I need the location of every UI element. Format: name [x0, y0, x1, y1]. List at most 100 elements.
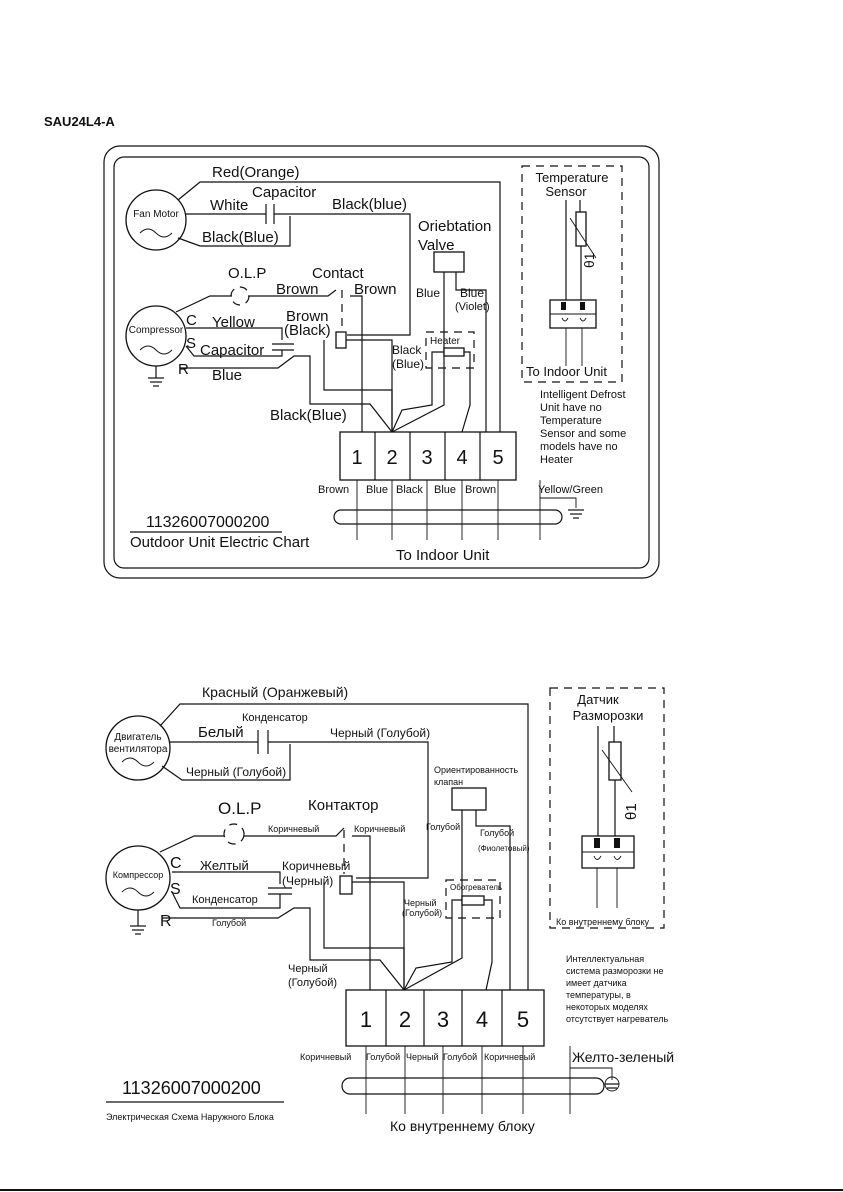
cable-sheath [333, 509, 563, 525]
olp-switch [230, 286, 250, 306]
terminal-3: 3 [421, 447, 432, 469]
black-blue-top-label: Black(blue) [332, 196, 407, 213]
terminal-5: 5 [492, 447, 503, 469]
ru-wire-label-1: Коричневый [300, 1052, 351, 1062]
ru-fan-motor [105, 715, 171, 781]
inner-frame [113, 156, 650, 569]
ru-brown-label-2: Коричневый [354, 824, 405, 834]
ru-blue-valve-label: Голубой [426, 822, 460, 832]
ru-terminal-5: 5 [517, 1007, 529, 1032]
yellow-green-label: Yellow/Green [538, 484, 603, 496]
compressor-label: Compressor [129, 325, 184, 336]
ru-compressor-label: Компрессор [113, 870, 163, 880]
ru-brown-black-label-1: Коричневый [282, 859, 350, 873]
wire-label-5: Brown [465, 484, 496, 496]
ru-sensor-frame [549, 687, 665, 929]
orientation-valve [433, 251, 465, 273]
russian-diagram: Двигатель вентилятора Красный (Оранжевый… [105, 684, 674, 1134]
english-diagram: Fan Motor Red(Orange) White Capacitor Bl… [103, 145, 660, 579]
outer-frame [103, 145, 660, 579]
to-indoor-label: To Indoor Unit [396, 547, 490, 564]
black-blue-fan-wire [177, 216, 291, 247]
ru-contact-label: Контактор [308, 797, 379, 814]
ru-capacitor-comp-label: Конденсатор [192, 894, 258, 906]
ru-chart-title: Электрическая Схема Наружного Блока [106, 1112, 274, 1122]
ru-defrost-note: Интеллектуальная система разморозки не и… [566, 954, 669, 1024]
ru-brown-label-1: Коричневый [268, 824, 319, 834]
ru-black-blue-fan-label: Черный (Голубой) [186, 765, 286, 779]
heater-label: Heater [430, 336, 461, 347]
wire-label-3: Black [396, 484, 423, 496]
ru-heater-frame [445, 879, 501, 919]
ru-capacitor-fan-label: Конденсатор [242, 712, 308, 724]
wire-label-1: Brown [318, 484, 349, 496]
wire-label-4: Blue [434, 484, 456, 496]
ru-blue-comp-label: Голубой [212, 918, 246, 928]
ru-sensor-to-indoor-label: Ко внутреннему блоку [556, 917, 650, 927]
terminal-4: 4 [456, 447, 467, 469]
ru-sensor-label-2: Разморозки [573, 708, 644, 723]
ru-black-mid-label-2: (Голубой) [402, 908, 442, 918]
ru-blue-violet-label-1: Голубой [480, 828, 514, 838]
ru-down-wires [365, 1046, 571, 1114]
ground-icon [130, 910, 146, 935]
ru-blue-violet-label-2: (Фиолетовый) [478, 844, 530, 853]
ru-terminal-c: C [170, 855, 182, 872]
brown-black-label-1: Brown [286, 308, 329, 325]
brown-black-label-2: (Black) [284, 322, 331, 339]
theta-label: θ1 [581, 252, 597, 268]
valve-label: Valve [418, 237, 454, 254]
ru-terminal-3: 3 [437, 1007, 449, 1032]
black-blue-bottom-label: Black(Blue) [270, 407, 347, 424]
ru-red-orange-label: Красный (Оранжевый) [202, 684, 348, 700]
blue-comp-label: Blue [212, 367, 242, 384]
blue-valve-label: Blue [416, 286, 440, 300]
ru-wire-label-3: Черный [406, 1052, 438, 1062]
ru-cable-sheath [341, 1077, 605, 1095]
ru-black-mid-label-1: Черный [404, 898, 436, 908]
ru-black-blue-top-label: Черный (Голубой) [330, 726, 430, 740]
ru-heater-element [461, 895, 485, 906]
ru-black-blue-bottom-label-1: Черный [288, 963, 328, 975]
blue-violet-label-2: (Violet) [455, 301, 490, 313]
chart-title: Outdoor Unit Electric Chart [130, 534, 310, 551]
fan-motor-label: Fan Motor [133, 209, 179, 220]
terminal-c: C [186, 312, 197, 329]
ru-to-indoor-label: Ко внутреннему блоку [390, 1118, 535, 1134]
red-orange-label: Red(Orange) [212, 164, 300, 181]
ground-icon [148, 366, 164, 387]
terminal-1: 1 [351, 447, 362, 469]
white-wire [186, 213, 411, 336]
ru-terminal-4: 4 [476, 1007, 488, 1032]
defrost-note: Intelligent Defrost Unit have no Tempera… [540, 389, 629, 466]
terminal-2: 2 [386, 447, 397, 469]
temp-sensor-frame [521, 165, 623, 383]
ru-terminal-r: R [160, 913, 172, 930]
ru-olp-switch [223, 823, 245, 845]
sensor-to-indoor-label: To Indoor Unit [526, 364, 607, 379]
ru-wire-label-5: Коричневый [484, 1052, 535, 1062]
ru-orientation-label-2: клапан [434, 777, 463, 787]
terminal-r: R [178, 361, 189, 378]
orientation-label: Oriebtation [418, 218, 491, 235]
ru-black-blue-bottom-label-2: (Голубой) [288, 977, 337, 989]
ground-icon [604, 1076, 620, 1092]
blue-violet-label-1: Blue [460, 286, 484, 300]
wire-label-2: Blue [366, 484, 388, 496]
brown-label-2: Brown [354, 281, 397, 298]
ru-terminal-1: 1 [360, 1007, 372, 1032]
terminal-s: S [186, 335, 196, 352]
ru-fan-motor-label-1: Двигатель [114, 732, 161, 743]
ru-terminal-block [345, 989, 545, 1047]
black-mid-label-2: (Blue) [392, 357, 424, 371]
ru-yellow-label: Желтый [200, 858, 249, 873]
compressor [125, 305, 187, 367]
yellow-label: Yellow [212, 314, 255, 331]
part-number: 11326007000200 [146, 514, 269, 531]
ru-terminal-2: 2 [399, 1007, 411, 1032]
heater-element [443, 347, 465, 357]
temp-sensor-label-2: Sensor [545, 184, 587, 199]
ru-brown-black-label-2: (Черный) [282, 874, 333, 888]
red-orange-wire [177, 181, 501, 432]
